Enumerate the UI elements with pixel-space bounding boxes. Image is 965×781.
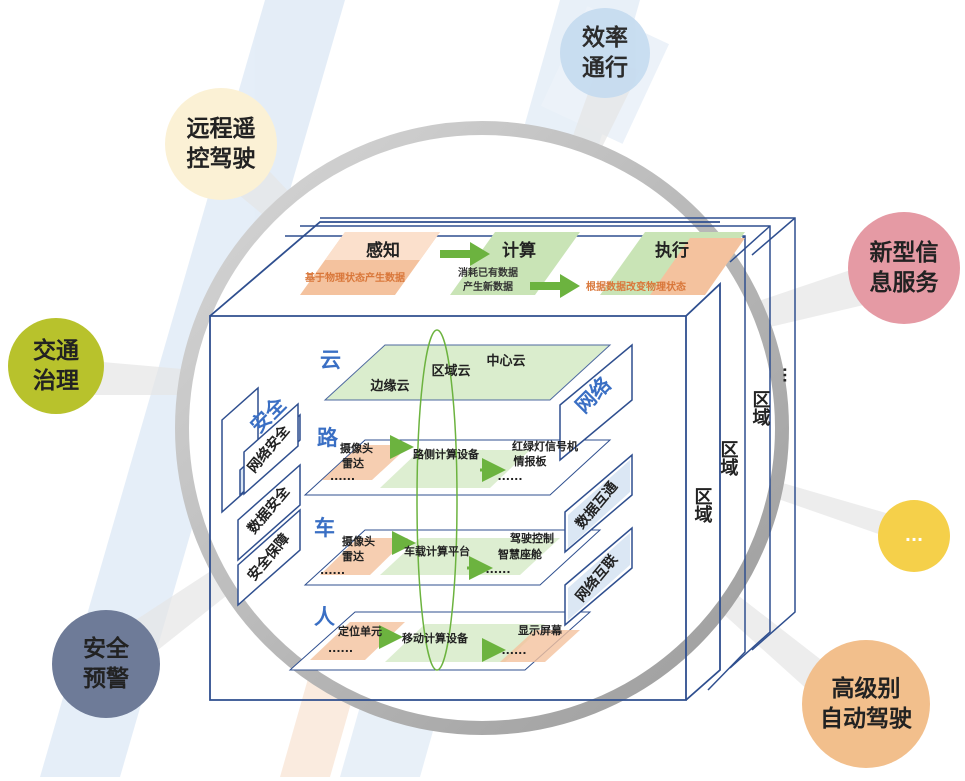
vehicle-output-3: ...... — [485, 563, 510, 576]
road-output-1: 红绿灯信号机 — [512, 439, 578, 453]
human-compute: 移动计算设备 — [402, 631, 469, 645]
bubble-new-service-line2: 息服务 — [869, 270, 939, 296]
main-box — [209, 221, 721, 701]
bubble-new-service-line1: 新型信 — [869, 240, 939, 266]
region-boxes — [285, 217, 796, 691]
human-sensor-1: 定位单元 — [338, 624, 382, 638]
compute-subtext-2: 产生新数据 — [463, 280, 513, 293]
human-output-1: 显示屏幕 — [518, 623, 563, 637]
bubble-traffic-line1: 交通 — [33, 338, 79, 364]
bubble-new-service: 新型信 息服务 — [848, 212, 960, 324]
bubble-traffic-line2: 治理 — [33, 368, 79, 394]
layer-arrows — [379, 435, 506, 662]
road-sensor-2: 雷达 — [342, 456, 364, 470]
human-sensor-2: ...... — [328, 642, 353, 655]
network-panel — [559, 343, 633, 627]
bubble-more: ... — [878, 500, 950, 572]
road-compute: 路侧计算设备 — [413, 447, 480, 461]
top-flow — [300, 232, 745, 298]
bubble-safety-line2: 预警 — [83, 666, 129, 692]
execute-subtext: 根据数据改变物理状态 — [586, 280, 686, 293]
cloud-plane — [323, 344, 612, 401]
bubble-traffic: 交通 治理 — [8, 318, 104, 414]
layer-labels: 云 路 车 人 — [314, 348, 341, 629]
cloud-center: 中心云 — [486, 353, 525, 369]
vehicle-sensor-1: 摄像头 — [342, 534, 375, 548]
top-flow-text: 感知 基于物理状态产生数据 计算 消耗已有数据 产生新数据 执行 根据数据改变物… — [304, 240, 689, 293]
road-sensor-1: 摄像头 — [340, 441, 373, 455]
region-ellipsis: ··· — [776, 367, 792, 383]
bubble-remote: 远程遥 控驾驶 — [165, 88, 277, 200]
bubble-remote-line1: 远程遥 — [186, 116, 256, 142]
execute-label: 执行 — [655, 240, 689, 261]
bubble-remote-line2: 控驾驶 — [186, 146, 256, 172]
region-label-2: 区域 — [718, 440, 739, 477]
bubble-autonomous-line2: 自动驾驶 — [820, 706, 912, 732]
sense-subtext: 基于物理状态产生数据 — [304, 271, 405, 284]
human-output-2: ...... — [501, 644, 526, 657]
bubble-more-text: ... — [904, 526, 924, 545]
cloud-edge: 边缘云 — [369, 378, 409, 394]
compute-label: 计算 — [502, 240, 536, 261]
bubble-autonomous-line1: 高级别 — [831, 676, 901, 702]
cloud-layer-label: 云 — [320, 348, 341, 372]
vehicle-sensor-2: 雷达 — [342, 549, 364, 563]
vehicle-layer-label: 车 — [314, 516, 335, 540]
vehicle-output-2: 智慧座舱 — [498, 547, 543, 561]
region-label-1: 区域 — [692, 487, 713, 524]
sense-label: 感知 — [366, 240, 400, 261]
region-text: 区域 区域 区域 ··· — [692, 367, 793, 524]
road-output-2: 情报板 — [514, 454, 548, 468]
cloud-regional: 区域云 — [431, 363, 470, 379]
vehicle-output-1: 驾驶控制 — [509, 531, 554, 545]
vehicle-sensor-3: ...... — [320, 564, 345, 577]
region-label-3: 区域 — [750, 390, 771, 427]
layer-content-text: 中心云 区域云 边缘云 摄像头 雷达 ...... 路侧计算设备 红绿灯信号机 … — [320, 353, 578, 657]
bubble-efficiency-line1: 效率 — [582, 25, 628, 51]
bubble-safety-line1: 安全 — [83, 636, 129, 662]
bubble-efficiency: 效率 通行 — [560, 8, 650, 98]
human-layer-label: 人 — [314, 605, 335, 629]
security-panel — [221, 386, 301, 607]
road-output-3: ...... — [497, 470, 522, 483]
vehicle-compute: 车载计算平台 — [404, 544, 470, 558]
bubble-autonomous: 高级别 自动驾驶 — [802, 640, 930, 768]
bubble-safety: 安全 预警 — [52, 610, 160, 718]
road-layer-label: 路 — [317, 426, 339, 450]
bubble-efficiency-line2: 通行 — [582, 55, 628, 81]
compute-subtext-1: 消耗已有数据 — [458, 266, 518, 279]
road-sensor-3: ...... — [330, 470, 355, 483]
